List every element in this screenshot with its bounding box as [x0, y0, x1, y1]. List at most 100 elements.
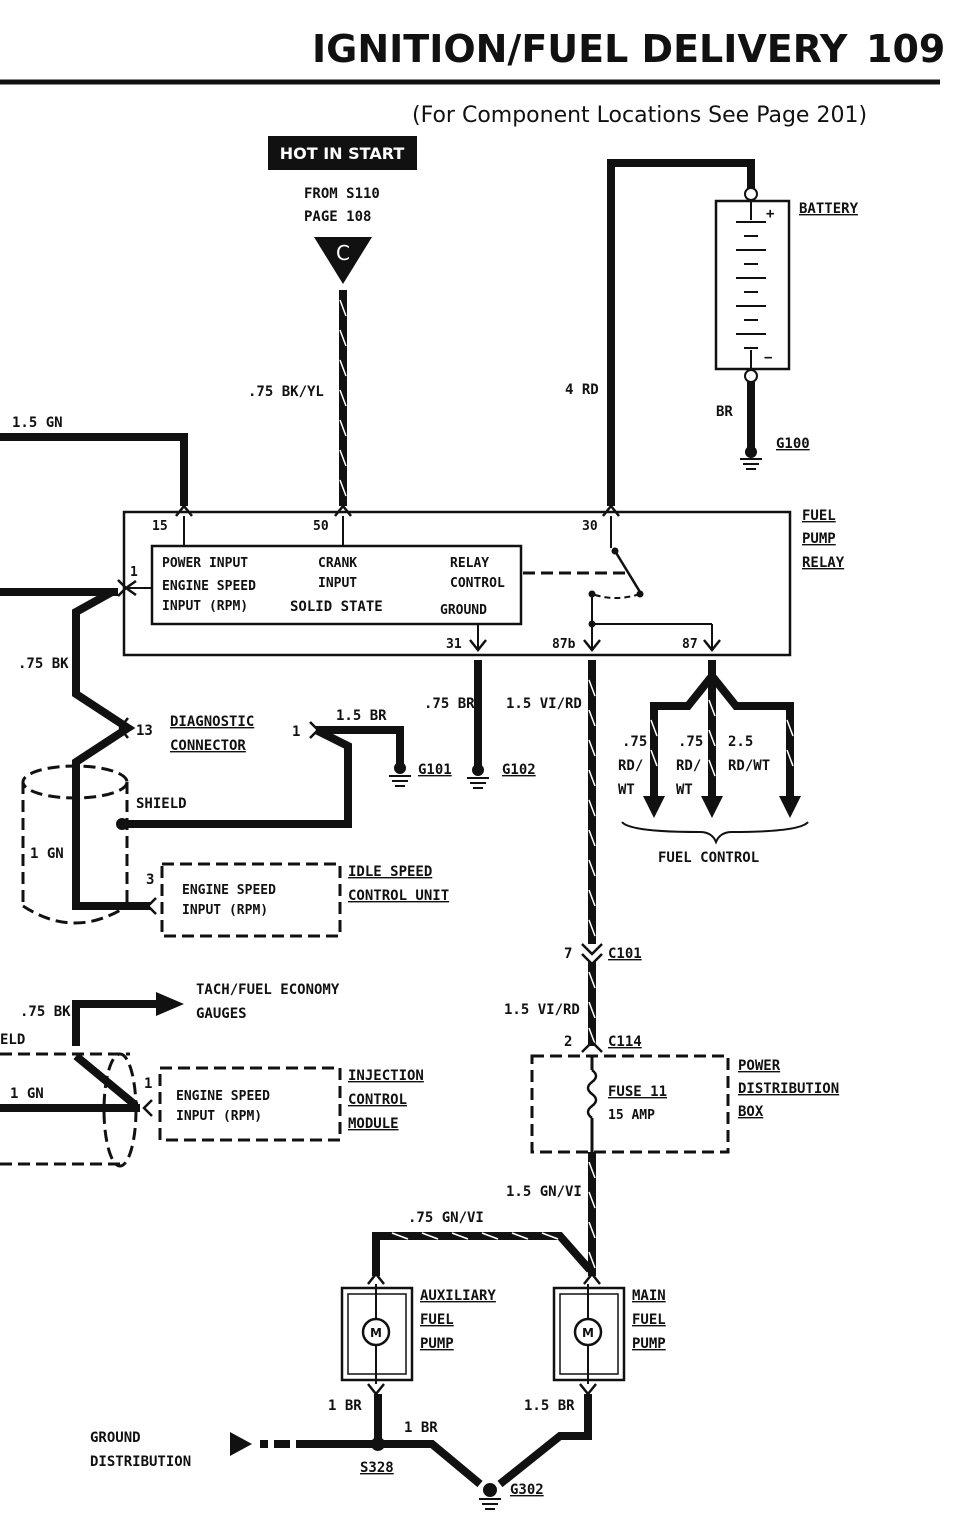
idle-speed-control-unit	[160, 862, 342, 938]
relay-label-2: PUMP	[802, 531, 836, 547]
fuel-pump-relay-box	[122, 510, 792, 657]
battery-minus-sign: −	[764, 350, 772, 366]
relay-label-3: RELAY	[802, 555, 845, 571]
tach-label-1: TACH/FUEL ECONOMY	[196, 982, 340, 998]
fuel-control-label: FUEL CONTROL	[658, 850, 759, 866]
wire-4rd	[607, 159, 755, 506]
wire-a-color2: WT	[618, 782, 635, 798]
wire-1br-a-label: 1 BR	[328, 1398, 362, 1414]
solid-state-module	[150, 544, 523, 626]
battery-plus-sign: +	[766, 206, 774, 222]
fuse-label: FUSE 11	[608, 1084, 667, 1100]
inner-relay: RELAY	[450, 556, 489, 571]
fuse-11-symbol	[586, 1069, 598, 1119]
g100-splice	[745, 446, 757, 458]
diag-label-2: CONNECTOR	[170, 738, 246, 754]
wire-1gn-label: 1 GN	[30, 846, 64, 862]
wire-a-color1: RD/	[618, 758, 643, 774]
injection-inner-2: INPUT (RPM)	[176, 1109, 262, 1124]
connector-c-triangle	[314, 237, 372, 284]
relay-pin-1: 1	[130, 565, 138, 580]
idle-pin-3: 3	[146, 872, 154, 888]
wire-075gnvi-label: .75 GN/VI	[408, 1210, 484, 1226]
wire-075rdwt-a	[650, 673, 716, 800]
inner-ground: GROUND	[440, 603, 487, 618]
connector-c-letter: C	[336, 241, 350, 265]
wire-1br-s328	[260, 1440, 483, 1488]
wire-4rd-label: 4 RD	[565, 382, 599, 398]
injection-inner-1: ENGINE SPEED	[176, 1089, 270, 1104]
c101-connector	[581, 943, 603, 956]
injection-control-module	[158, 1066, 342, 1142]
hot-in-start-label: HOT IN START	[280, 144, 405, 163]
wire-c-color: RD/WT	[728, 758, 770, 774]
g302-label: G302	[510, 1482, 544, 1498]
tach-label-2: GAUGES	[196, 1006, 247, 1022]
main-pump-label-3: PUMP	[632, 1336, 666, 1352]
inner-engine-speed: ENGINE SPEED	[162, 579, 256, 594]
g101-label: G101	[418, 762, 452, 778]
c114-pin: 2	[564, 1034, 572, 1050]
g100-ground-symbol	[740, 458, 762, 470]
wire-a-gauge: .75	[622, 734, 647, 750]
g102-ground-symbol	[467, 777, 489, 789]
idle-label-1: IDLE SPEED	[348, 864, 432, 880]
aux-motor-icon	[361, 1317, 391, 1347]
idle-inner-2: INPUT (RPM)	[182, 903, 268, 918]
idle-inner-1: ENGINE SPEED	[182, 883, 276, 898]
wire-1-5br-b-label: 1.5 BR	[524, 1398, 575, 1414]
relay-pin-50: 50	[313, 519, 329, 534]
battery-symbol	[714, 199, 791, 371]
ground-dist-label-2: DISTRIBUTION	[90, 1454, 191, 1470]
wire-1br-b-label: 1 BR	[404, 1420, 438, 1436]
shield-fragment-label: ELD	[0, 1032, 25, 1048]
page-108-label: PAGE 108	[304, 209, 371, 225]
wire-25rdwt	[708, 673, 794, 800]
relay-pin-31: 31	[446, 637, 462, 652]
wire-1-5gn	[0, 433, 188, 506]
aux-pump-label-1: AUXILIARY	[420, 1288, 496, 1304]
wire-075bk-b-label: .75 BK	[20, 1004, 71, 1020]
wire-b-color1: RD/	[676, 758, 701, 774]
c114-connector	[581, 1040, 603, 1053]
relay-pin-15: 15	[152, 519, 168, 534]
wire-br-label: BR	[716, 404, 733, 420]
relay-pin-87: 87	[682, 637, 698, 652]
injection-pin-1: 1	[144, 1076, 152, 1092]
relay-pin-87b: 87b	[552, 637, 576, 652]
inner-solid-state: SOLID STATE	[290, 599, 383, 615]
wire-1-5vird-b-label: 1.5 VI/RD	[504, 1002, 580, 1018]
aux-motor-letter: M	[370, 1326, 382, 1340]
g100-label: G100	[776, 436, 810, 452]
inner-input: INPUT	[318, 576, 357, 591]
wire-b-gauge: .75	[678, 734, 703, 750]
wire-075gnvi	[372, 1232, 593, 1276]
fuel-control-brace	[621, 821, 809, 845]
wire-1-5gnvi-label: 1.5 GN/VI	[506, 1184, 582, 1200]
c101-pin: 7	[564, 946, 572, 962]
diag-pin-1: 1	[292, 724, 300, 740]
ground-dist-label-1: GROUND	[90, 1430, 141, 1446]
main-pump-label-2: FUEL	[632, 1312, 666, 1328]
wire-1-5vird-label: 1.5 VI/RD	[506, 696, 582, 712]
wire-075bk-tach	[72, 1000, 160, 1046]
g102-label: G102	[502, 762, 536, 778]
injection-label-2: CONTROL	[348, 1092, 407, 1108]
inner-input-rpm: INPUT (RPM)	[162, 599, 248, 614]
relay-contact-arm	[613, 550, 642, 593]
diag-label-1: DIAGNOSTIC	[170, 714, 254, 730]
main-motor-icon	[573, 1317, 603, 1347]
g302-splice	[483, 1483, 497, 1497]
s328-label: S328	[360, 1460, 394, 1476]
wire-1-5br-label: 1.5 BR	[336, 708, 387, 724]
shield-label: SHIELD	[136, 796, 187, 812]
pdb-label-1: POWER	[738, 1058, 781, 1074]
hot-in-start-badge	[268, 136, 417, 170]
battery-positive-terminal	[744, 187, 758, 201]
idle-label-2: CONTROL UNIT	[348, 888, 449, 904]
fuse-amp: 15 AMP	[608, 1108, 655, 1123]
wire-075br-label: .75 BR	[424, 696, 475, 712]
ground-distribution-arrow	[230, 1432, 252, 1456]
page-number: 109	[866, 27, 945, 71]
